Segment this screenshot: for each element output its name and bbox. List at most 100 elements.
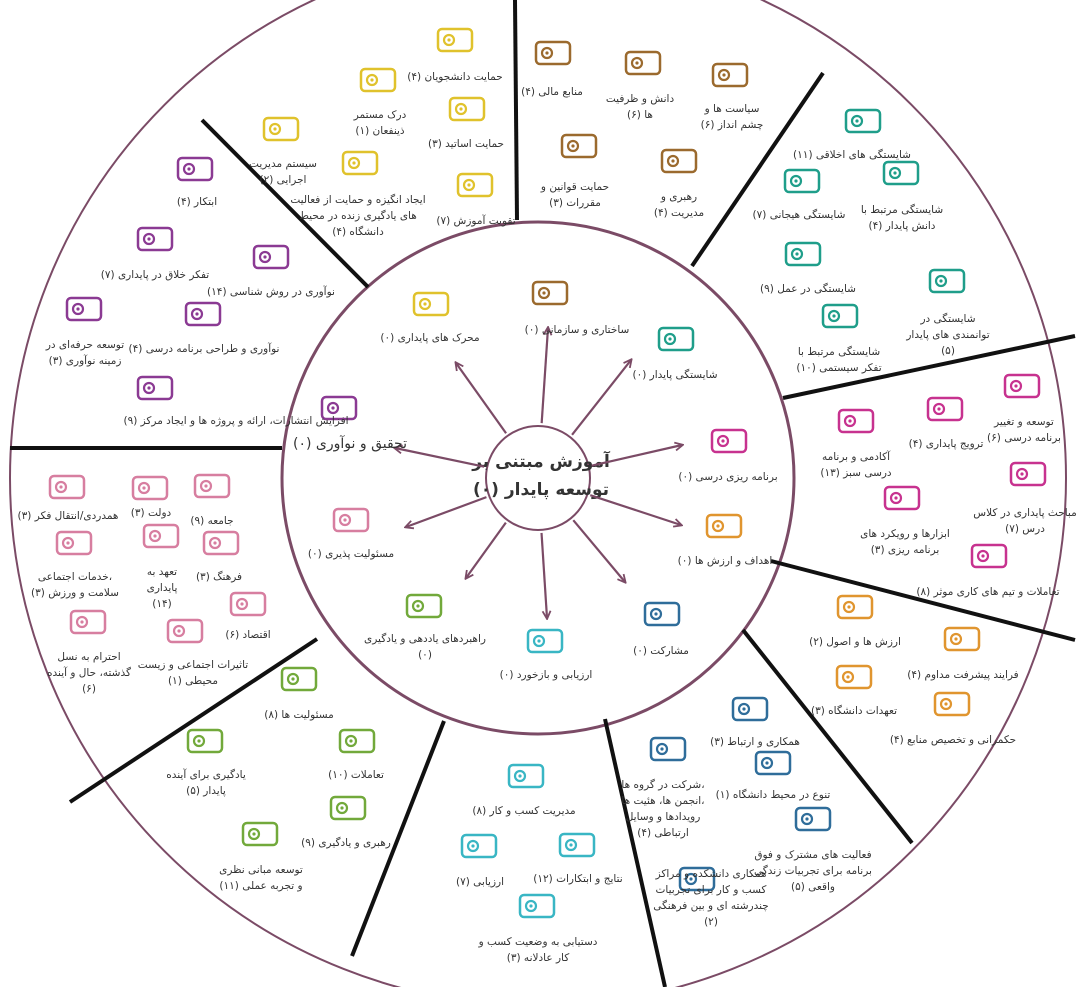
responsibility-sub-label: تاثیرات اجتماعی و زیست <box>138 659 249 671</box>
responsibility-sub-icon <box>142 523 180 549</box>
learning-sub-label: تعاملات (۱۰) <box>328 769 384 781</box>
structural-sub-label: رهبری و <box>660 191 697 203</box>
hub-arrow <box>571 360 631 436</box>
goals-sub-label: ارزش ها و اصول (۲) <box>809 636 901 648</box>
responsibility-hub-label: مسئولیت پذیری (۰) <box>308 548 394 560</box>
competency-sub-icon <box>821 303 859 329</box>
participation-sub-label: همکاری دانشکده و مراکز <box>655 868 767 880</box>
research-sub-label: زمینه نوآوری (۳) <box>49 354 122 367</box>
evaluation-sub-label: ارزیابی (۷) <box>456 876 504 888</box>
drivers-sub-icon <box>436 27 474 53</box>
responsibility-sub-label: (۱۴) <box>152 598 171 610</box>
hub-arrow <box>540 328 548 424</box>
curriculum-sub-label: تعاملات و تیم های کاری موثر (۸) <box>916 586 1059 598</box>
competency-sub-label: شایستگی در عمل (۹) <box>760 282 856 295</box>
evaluation-sub-label: دستیابی به وضعیت کسب و <box>478 936 598 948</box>
curriculum-sub-label: ترویج پایداری (۴) <box>909 438 984 450</box>
evaluation-sub-label: مدیریت کسب و کار (۸) <box>472 805 575 817</box>
sector-divider <box>603 718 667 987</box>
curriculum-sub-label: برنامه درسی (۶) <box>987 432 1061 444</box>
learning-sub-label: توسعه مبانی نظری <box>219 864 303 876</box>
structural-sub-label: ها (۶) <box>627 109 653 121</box>
competency-sub-label: تفکر سیستمی (۱۰) <box>796 362 881 374</box>
responsibility-sub-icon <box>131 475 169 501</box>
structural-sub-icon <box>711 62 749 88</box>
responsibility-sub-label: پایداری <box>147 582 178 594</box>
responsibility-sub-label: خدمات اجتماعی، <box>38 571 112 583</box>
drivers-sub-label: حمایت دانشجویان (۴) <box>407 71 502 83</box>
goals-sub-icon <box>943 626 981 652</box>
competency-sub-label: دانش پایدار (۴) <box>869 220 936 232</box>
learning-hub-label: راهبردهای یاددهی و یادگیری <box>364 632 486 645</box>
goals-sub-label: حکمرانی و تخصیص منابع (۴) <box>890 734 1016 746</box>
structural-hub-label: ساختاری و سازمانی (۰) <box>525 324 630 336</box>
structural-sub-icon <box>534 40 572 66</box>
goals-sub-icon <box>836 594 874 620</box>
responsibility-sub-label: تعهد به <box>147 566 177 578</box>
research-hub-label: تحقیق و نوآوری (۰) <box>293 435 407 452</box>
curriculum-sub-label: برنامه ریزی (۳) <box>871 544 940 556</box>
curriculum-sub-icon <box>970 543 1008 569</box>
structural-hub-icon <box>531 280 569 306</box>
responsibility-sub-icon <box>193 473 231 499</box>
curriculum-sub-icon <box>883 485 921 511</box>
goals-sub-label: فرایند پیشرفت مداوم (۴) <box>907 669 1018 681</box>
research-sub-icon <box>65 296 103 322</box>
outer-ring <box>9 0 1067 987</box>
responsibility-sub-icon <box>166 618 204 644</box>
learning-sub-icon <box>186 728 224 754</box>
goals-sub-label: تعهدات دانشگاه (۳) <box>811 704 897 717</box>
curriculum-sub-label: درس (۷) <box>1005 523 1045 535</box>
participation-sub-label: ارتباطی (۴) <box>637 827 689 839</box>
center-title-line1: آموزش مبتنی بر <box>471 450 611 472</box>
learning-sub-icon <box>280 666 318 692</box>
participation-sub-label: کسب و کار برای تجربیات <box>656 884 767 896</box>
structural-sub-label: مدیریت (۴) <box>654 207 704 219</box>
hub-arrow <box>572 519 625 582</box>
participation-sub-label: انجمن ها، هئیت ها، <box>621 795 704 807</box>
evaluation-sub-label: کار عادلانه (۳) <box>507 952 569 964</box>
drivers-sub-label: دانشگاه (۴) <box>332 225 384 238</box>
learning-hub-icon <box>405 593 443 619</box>
drivers-sub-icon <box>456 172 494 198</box>
drivers-sub-icon <box>262 116 300 142</box>
participation-sub-label: چندرشته ای و بین فرهنگی <box>653 899 769 912</box>
hub-arrow <box>591 445 682 467</box>
hub-arrows <box>395 328 682 618</box>
responsibility-sub-icon <box>69 609 107 635</box>
sector-divider <box>690 71 825 268</box>
structural-sub-label: مقررات (۳) <box>549 197 601 209</box>
hub-arrow <box>540 532 547 618</box>
hub-nodes: ساختاری و سازمانی (۰)شایستگی پایدار (۰)ب… <box>293 280 778 681</box>
structural-sub-icon <box>660 148 698 174</box>
participation-sub-icon <box>649 736 687 762</box>
responsibility-sub-label: همدردی/انتقال فکر (۳) <box>18 510 119 522</box>
competency-sub-icon <box>928 268 966 294</box>
competency-sub-label: شایستگی هیجانی (۷) <box>753 208 846 221</box>
goals-hub-label: اهداف و ارزش ها (۰) <box>678 555 773 567</box>
participation-sub-label: همکاری و ارتباط (۳) <box>710 736 800 748</box>
competency-sub-label: (۵) <box>941 345 955 357</box>
sector-divider <box>68 637 319 804</box>
drivers-sub-icon <box>341 150 379 176</box>
competency-sub-icon <box>784 241 822 267</box>
learning-sub-icon <box>329 795 367 821</box>
competency-sub-label: توانمندی های پایدار <box>905 329 989 341</box>
drivers-hub-label: محرک های پایداری (۰) <box>380 332 479 344</box>
participation-sub-label: (۲) <box>704 916 718 928</box>
evaluation-hub-icon <box>526 628 564 654</box>
hub-arrow <box>466 521 507 578</box>
participation-sub-label: رویدادها و وسایل <box>626 811 701 823</box>
learning-sub-label: پایدار (۵) <box>186 785 226 797</box>
goals-sub-icon <box>835 664 873 690</box>
evaluation-sub-icon <box>518 893 556 919</box>
participation-sub-icon <box>731 696 769 722</box>
responsibility-sub-icon <box>48 474 86 500</box>
sector-divider <box>782 334 1076 400</box>
sector-divider <box>741 628 914 845</box>
curriculum-sub-icon <box>926 396 964 422</box>
research-sub-label: ابتکار (۴) <box>177 196 217 208</box>
curriculum-sub-label: توسعه و تغییر <box>993 416 1054 428</box>
hub-arrow <box>406 496 487 527</box>
